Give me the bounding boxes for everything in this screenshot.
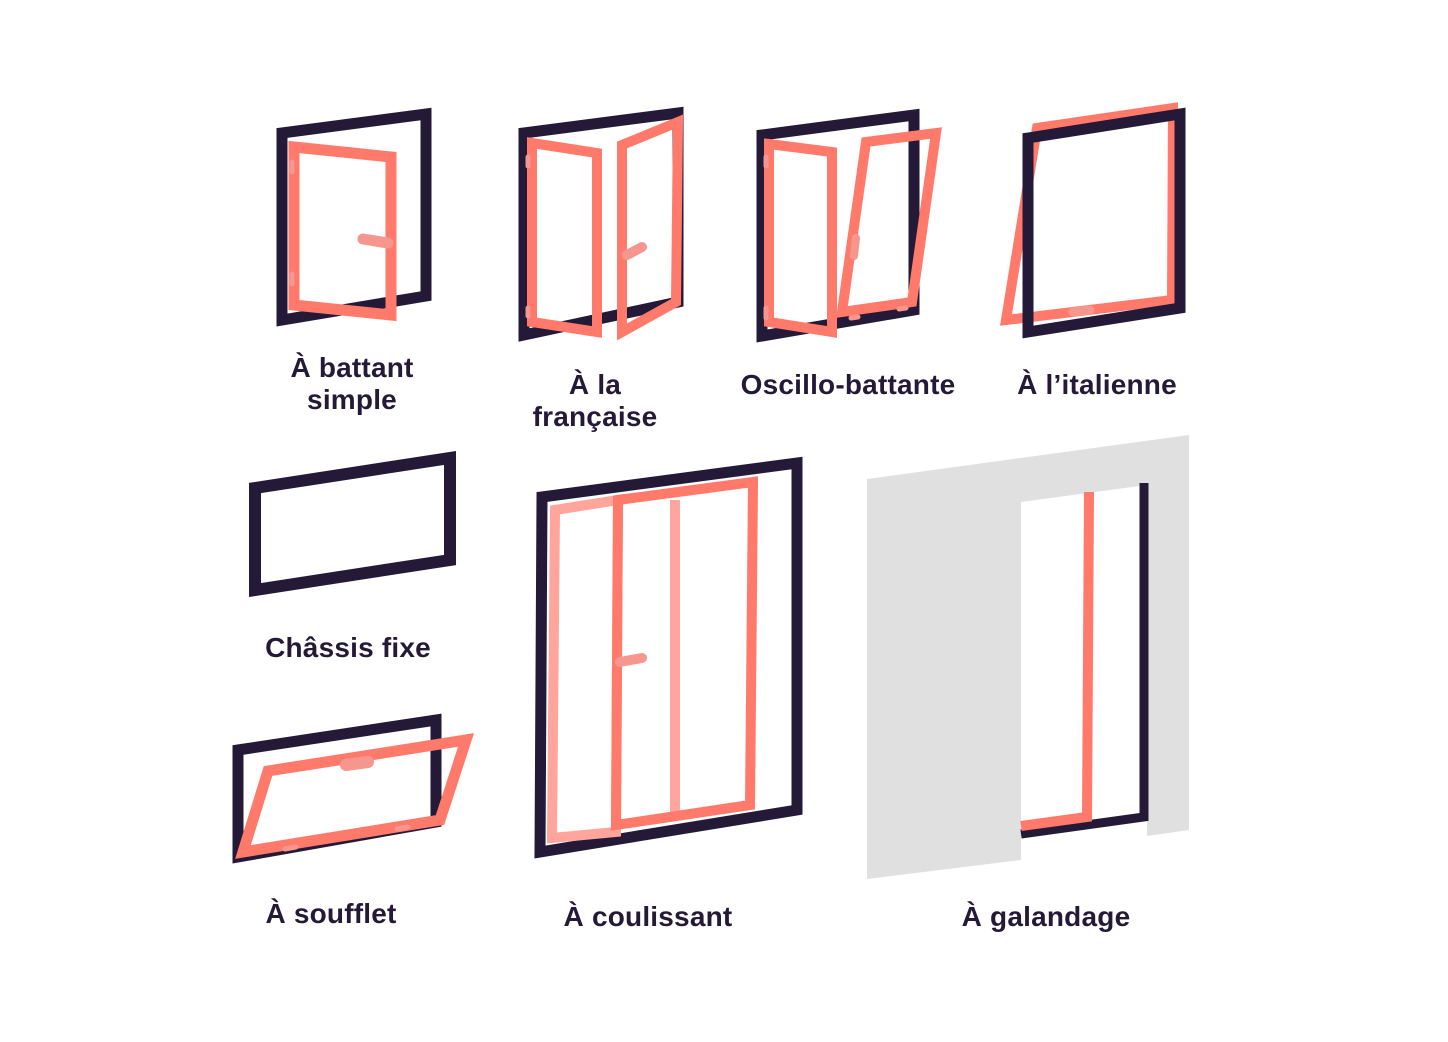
label-coulissant: À coulissant: [563, 901, 733, 932]
chassis-fixe-icon: [249, 451, 456, 597]
label-francaise-line2: française: [532, 401, 658, 432]
label-soufflet: À soufflet: [265, 898, 397, 929]
label-chassis-fixe: Châssis fixe: [265, 632, 431, 663]
coulissant-icon: [534, 456, 803, 859]
label-battant-simple-line1: À battant: [290, 352, 414, 383]
italienne-icon: [1000, 102, 1186, 339]
galandage-icon: [867, 435, 1189, 879]
francaise-icon: [518, 106, 684, 342]
soufflet-icon: [232, 713, 474, 864]
label-francaise-line1: À la: [568, 369, 622, 400]
oscillo-battante-icon: [756, 108, 942, 343]
label-italienne: À l’italienne: [1017, 369, 1177, 400]
battant-simple-icon: [276, 107, 432, 327]
label-battant-simple: À battant simple: [262, 352, 442, 416]
label-oscillo-battante: Oscillo-battante: [740, 369, 956, 400]
label-battant-simple-line2: simple: [307, 384, 397, 415]
label-francaise: À la française: [505, 369, 685, 433]
label-galandage: À galandage: [961, 901, 1131, 932]
